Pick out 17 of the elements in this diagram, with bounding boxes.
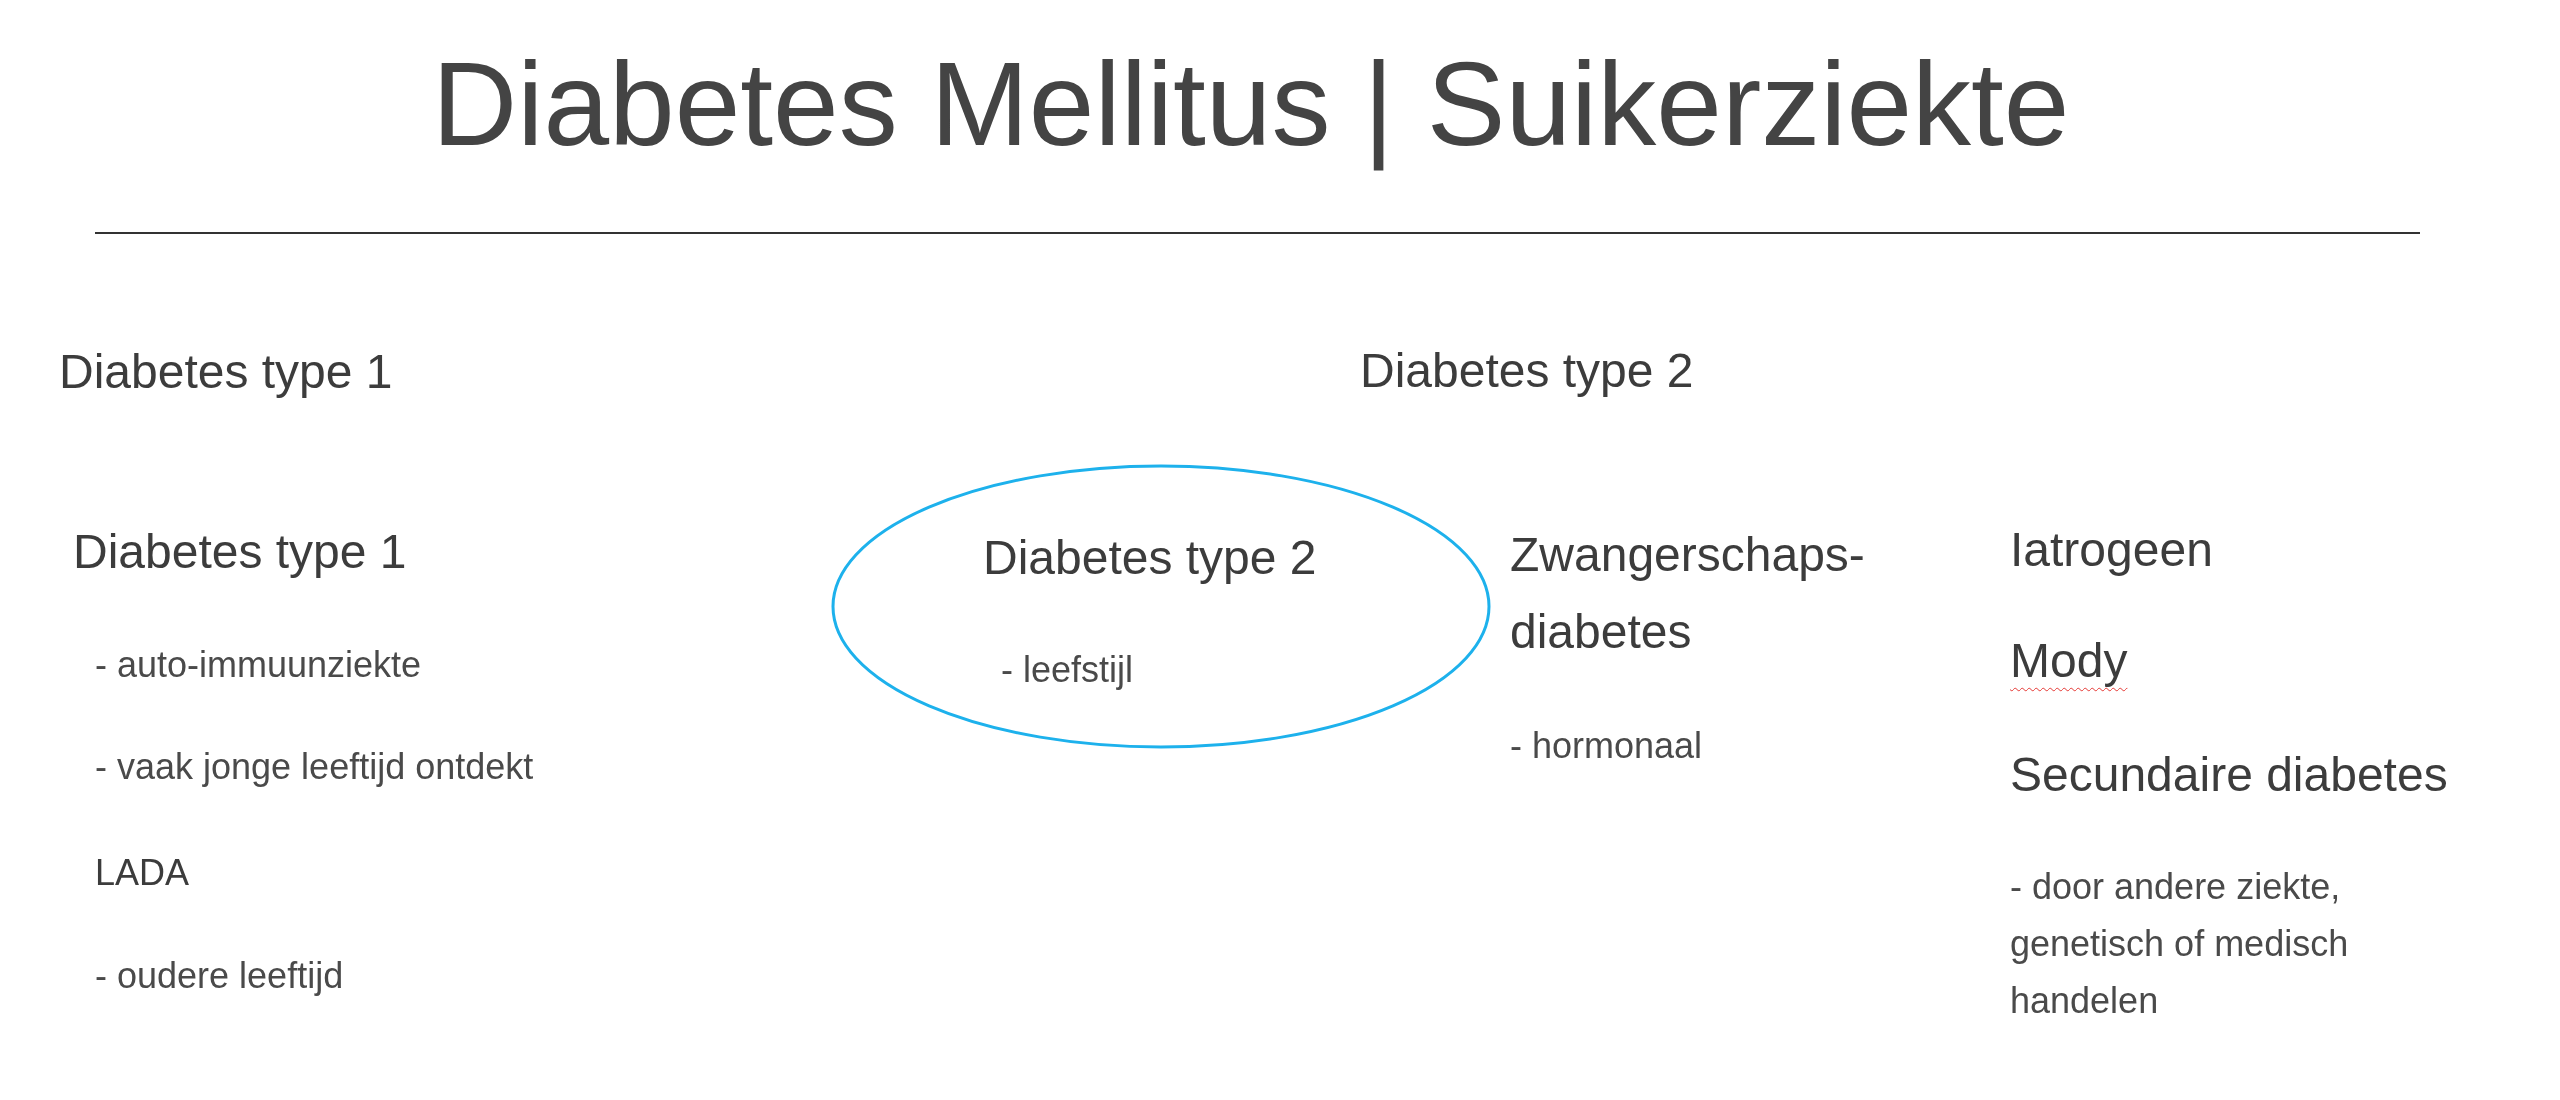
category-heading: Zwangerschaps-diabetes [1510, 527, 1866, 660]
category-heading: Diabetes type 2 [983, 530, 1317, 586]
bullet-text: - vaak jonge leeftijd ontdekt [95, 745, 534, 789]
bullet-text: - auto-immuunziekte [95, 643, 422, 687]
category-heading: Iatrogeen [2010, 522, 2213, 578]
column-heading: Diabetes type 2 [1360, 343, 1694, 399]
bullet-text: - hormonaal [1510, 724, 1703, 768]
category-heading: Diabetes type 1 [73, 524, 407, 580]
bullet-text: - leefstijl [1001, 648, 1134, 692]
column-heading: Diabetes type 1 [59, 344, 393, 400]
ellipse-shape [831, 464, 1491, 749]
category-heading: Secundaire diabetes [2010, 747, 2448, 803]
subcategory-heading: LADA [95, 851, 190, 895]
bullet-text: - oudere leeftijd [95, 954, 344, 998]
page-title: Diabetes Mellitus | Suikerziekte [432, 37, 2070, 173]
category-heading: Mody [2010, 633, 2128, 689]
bullet-text: - door andere ziekte, genetisch of medisch handelen [2010, 865, 2350, 1023]
